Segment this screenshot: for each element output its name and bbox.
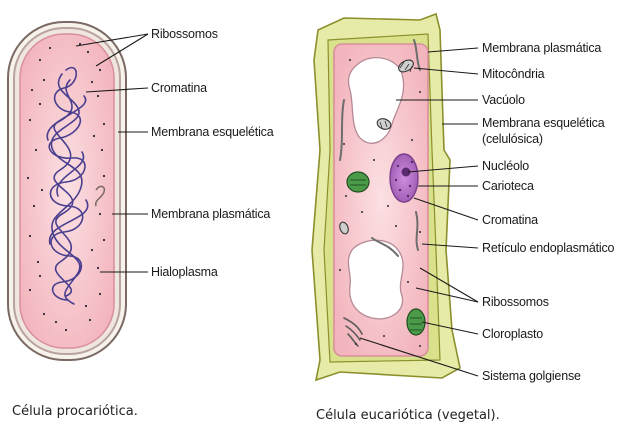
- label-euk-carioteca: Carioteca: [482, 179, 534, 193]
- label-euk-membrana-plasmatica: Membrana plasmática: [482, 41, 601, 55]
- label-euk-celulosica: (celulósica): [482, 132, 543, 146]
- eukaryote-cell: [312, 14, 478, 380]
- label-euk-reticulo: Retículo endoplasmático: [482, 241, 614, 255]
- prokaryote-cytoplasm: [20, 34, 114, 348]
- label-pro-cromatina: Cromatina: [151, 81, 207, 95]
- caption-prokaryote: Célula procariótica.: [12, 404, 138, 419]
- label-euk-membrana-esqueletica: Membrana esquelética: [482, 116, 604, 130]
- label-euk-ribossomos: Ribossomos: [482, 295, 549, 309]
- caption-eukaryote: Célula eucariótica (vegetal).: [316, 408, 500, 423]
- label-euk-nucleolo: Nucléolo: [482, 159, 529, 173]
- label-pro-membrana-esqueletica: Membrana esquelética: [151, 125, 273, 139]
- prokaryote-cell: [8, 22, 148, 360]
- label-euk-sistema-golgiense: Sistema golgiense: [482, 369, 581, 383]
- label-euk-mitocondria: Mitocôndria: [482, 67, 544, 81]
- label-pro-membrana-plasmatica: Membrana plasmática: [151, 207, 270, 221]
- label-pro-hialoplasma: Hialoplasma: [151, 265, 218, 279]
- label-euk-vacuolo: Vacúolo: [482, 93, 525, 107]
- label-euk-cromatina: Cromatina: [482, 213, 538, 227]
- label-euk-cloroplasto: Cloroplasto: [482, 327, 543, 341]
- label-pro-ribossomos: Ribossomos: [151, 27, 218, 41]
- eukaryote-nucleus: [390, 154, 418, 202]
